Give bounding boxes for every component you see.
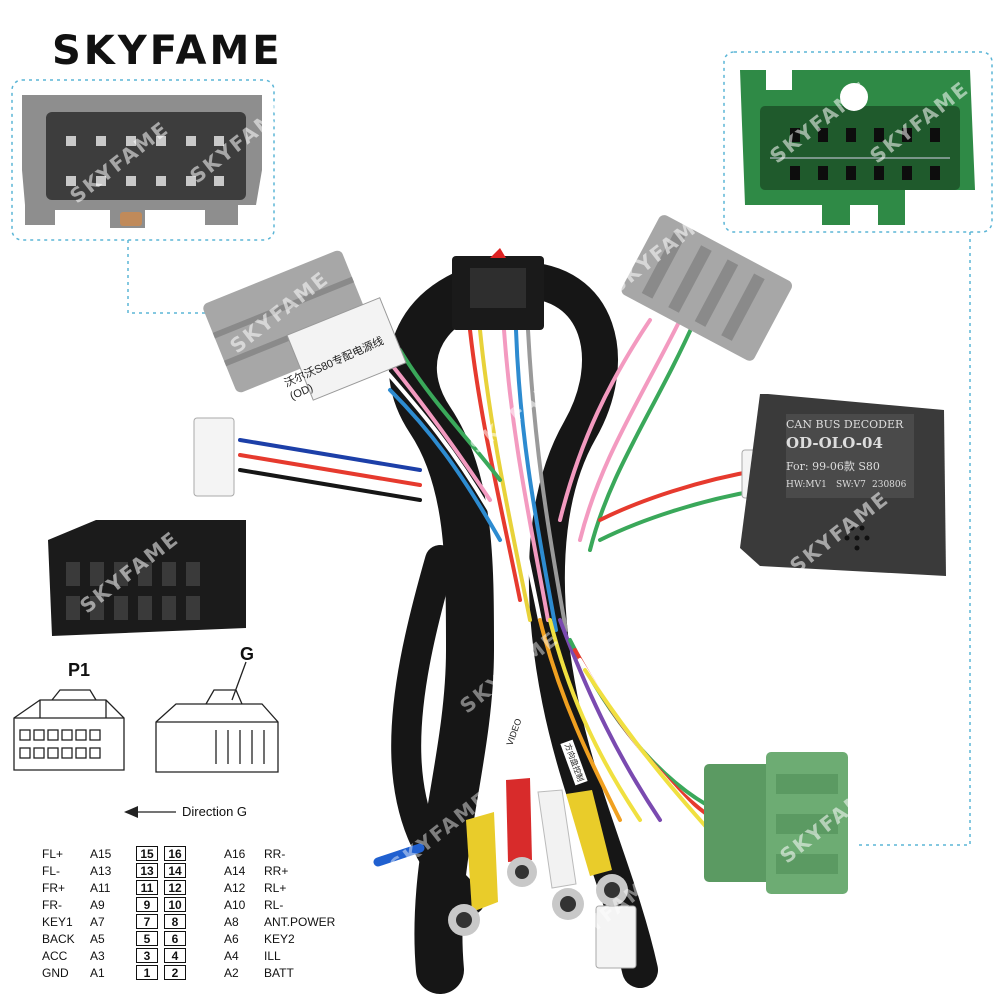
grey-connector-closeup [22,95,262,228]
rca-plugs [373,778,628,936]
decoder-code: 230806 [872,480,907,490]
pin-left-number: 11 [136,880,158,895]
iso-socket [48,520,246,636]
pin-left-code: A7 [90,915,105,929]
pin-right-code: A6 [224,932,239,946]
pin-left-name: ACC [42,949,68,963]
callout-line-right [855,232,971,846]
pin-right-name: ANT.POWER [264,915,336,929]
pinout-row: FL+ A15 15 16 A16 RR- [28,846,358,862]
callout-frame-left [11,79,275,241]
g-diagram [155,661,279,773]
pin-right-name: ILL [264,949,281,963]
pin-left-name: FR+ [42,881,66,895]
can-bus-decoder [740,394,946,576]
pin-left-code: A3 [90,949,105,963]
pin-right-code: A4 [224,949,239,963]
direction-label: Direction G [182,804,248,819]
pin-right-number: 14 [164,863,186,878]
pin-left-code: A13 [90,864,112,878]
callout-line-left [127,240,236,314]
pin-right-number: 6 [164,931,186,946]
pin-right-number: 10 [164,897,186,912]
pin-left-number: 13 [136,863,158,878]
callout-lines [11,51,993,846]
pin-left-number: 7 [136,914,158,929]
green-car-connector [704,752,848,894]
pin-right-number: 12 [164,880,186,895]
pin-left-number: 5 [136,931,158,946]
pin-right-number: 16 [164,846,186,861]
pin-right-code: A2 [224,966,239,980]
pin-left-number: 9 [136,897,158,912]
callout-frame-right [723,51,993,233]
pin-right-name: RL- [264,898,284,912]
pin-right-name: KEY2 [264,932,295,946]
pin-left-name: BACK [42,932,75,946]
pin-right-number: 4 [164,948,186,963]
pin-right-code: A12 [224,881,246,895]
decoder-title: CAN BUS DECODER [786,418,904,431]
pin-right-code: A10 [224,898,246,912]
pin-right-name: BATT [264,966,294,980]
pin-right-code: A16 [224,847,246,861]
pin-right-code: A8 [224,915,239,929]
pin-left-code: A1 [90,966,105,980]
p1-diagram [13,689,125,771]
pin-left-code: A11 [90,881,111,895]
pin-right-name: RR- [264,847,286,861]
pinout-row: ACC A3 3 4 A4 ILL [28,948,358,964]
pin-left-number: 15 [136,846,158,861]
head-unit-plug [452,248,544,330]
pinout-row: FL- A13 13 14 A14 RR+ [28,863,358,879]
pin-left-code: A9 [90,898,105,912]
pin-left-number: 1 [136,965,158,980]
pin-left-name: GND [42,966,69,980]
g-label: G [240,644,255,664]
pin-left-code: A15 [90,847,112,861]
grey-car-connector-left [203,250,407,401]
pinout-row: KEY1 A7 7 8 A8 ANT.POWER [28,914,358,930]
pin-right-number: 8 [164,914,186,929]
decoder-sw: SW:V7 [836,480,866,490]
pin-right-name: RL+ [264,881,287,895]
pinout-row: FR- A9 9 10 A10 RL- [28,897,358,913]
pinout-row: FR+ A11 11 12 A12 RL+ [28,880,358,896]
pin-right-name: RR+ [264,864,289,878]
green-connector-closeup [740,70,975,225]
wires [238,318,762,867]
pinout-row: GND A1 1 2 A2 BATT [28,965,358,981]
direction-arrow [124,806,176,818]
brand-logo: SKYFAME [52,28,283,74]
grey-car-connector-right [621,215,792,361]
pin-left-name: FL+ [42,847,64,861]
pin-left-name: KEY1 [42,915,73,929]
decoder-hw: HW:MV1 [786,480,827,490]
decoder-for: For: 99-06款 S80 [786,460,880,473]
pinout-table: FL+ A15 15 16 A16 RR- FL- A13 13 14 A14 … [28,846,358,981]
pin-left-code: A5 [90,932,105,946]
pinout-row: BACK A5 5 6 A6 KEY2 [28,931,358,947]
decoder-model: OD-OLO-04 [786,434,883,452]
p1-label: P1 [68,660,91,680]
pin-right-number: 2 [164,965,186,980]
pin-left-name: FR- [42,898,62,912]
pin-left-name: FL- [42,864,60,878]
pin-left-number: 3 [136,948,158,963]
pin-right-code: A14 [224,864,246,878]
